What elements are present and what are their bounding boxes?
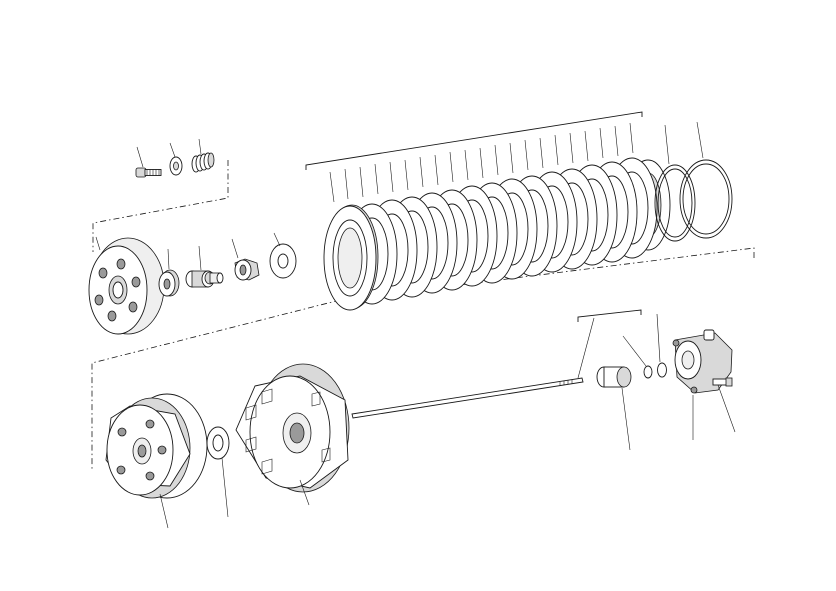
clutch-plate-stack: [323, 157, 671, 311]
plate-stack-bracket: [305, 111, 643, 170]
slave-cylinder: [672, 329, 733, 440]
thrust-washer-lower: [206, 426, 230, 518]
pressure-bolt: [135, 146, 162, 178]
shaft-bushing: [577, 309, 642, 451]
clutch-inner-hub: [105, 393, 208, 529]
pushrod-mushroom: [185, 245, 224, 288]
outer-clutch-basket: [235, 363, 350, 506]
lock-washer: [269, 232, 297, 279]
o-ring-large: [679, 121, 733, 239]
hub-nut: [231, 238, 260, 281]
slave-cylinder-bolt: [712, 377, 736, 433]
release-bearing: [158, 248, 180, 297]
pressure-plate: [88, 236, 165, 335]
shaft-seal: [622, 313, 667, 379]
clutch-spring: [191, 138, 215, 173]
spring-cup: [169, 142, 183, 176]
o-ring-small: [654, 124, 696, 242]
pushrod-shaft: [351, 377, 584, 419]
plate-stack-leaders: [329, 122, 634, 203]
